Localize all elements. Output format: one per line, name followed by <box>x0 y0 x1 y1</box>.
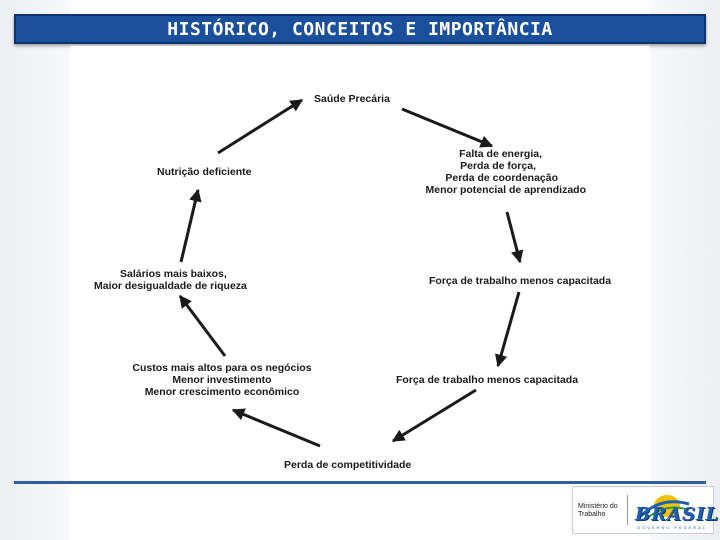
page-title: HISTÓRICO, CONCEITOS E IMPORTÂNCIA <box>167 18 553 40</box>
ministerio-text: Ministério do Trabalho <box>578 503 618 519</box>
background-right <box>650 0 720 540</box>
brasil-wordmark: BRASIL <box>635 504 720 525</box>
content-panel <box>70 46 650 482</box>
arrow-icon <box>505 211 524 264</box>
node-text: Maior desigualdade de riqueza <box>94 280 247 292</box>
node-falta-de-energia: Falta de energia, Perda de força, Perda … <box>386 148 586 196</box>
arrow-icon <box>231 408 321 448</box>
node-text: Menor crescimento econômico <box>144 386 300 398</box>
node-text: Perda de coordenação <box>445 172 558 184</box>
node-salarios-mais-baixos: Salários mais baixos, Maior desigualdade… <box>94 268 247 292</box>
node-custos-mais-altos: Custos mais altos para os negócios Menor… <box>112 362 332 398</box>
node-forca-de-trabalho-1: Força de trabalho menos capacitada <box>429 275 611 287</box>
arrow-icon <box>179 188 202 263</box>
title-bar: HISTÓRICO, CONCEITOS E IMPORTÂNCIA <box>14 14 706 44</box>
logo-separator <box>627 495 628 525</box>
node-perda-de-competitividade: Perda de competitividade <box>284 459 411 471</box>
ministerio-line: Trabalho <box>578 511 606 518</box>
node-text: Menor potencial de aprendizado <box>425 184 586 196</box>
footer-divider <box>14 481 706 484</box>
node-text: Saúde Precária <box>314 93 390 105</box>
background-left <box>0 0 70 540</box>
arrow-icon <box>391 388 477 443</box>
arrow-icon <box>178 294 227 357</box>
node-text: Perda de competitividade <box>284 459 412 471</box>
node-text: Falta de energia, <box>459 148 542 160</box>
brasil-subtitle: GOVERNO FEDERAL <box>637 525 708 530</box>
ministerio-line: Ministério do <box>578 503 618 510</box>
arrow-icon <box>217 98 304 155</box>
node-text: Salários mais baixos, <box>120 268 227 280</box>
node-text: Custos mais altos para os negócios <box>132 362 312 374</box>
ministerio-logo: Ministério do Trabalho BRASIL GOVERNO FE… <box>572 486 718 534</box>
node-text: Menor investimento <box>172 374 272 386</box>
node-text: Nutrição deficiente <box>157 166 252 178</box>
arrow-icon <box>401 107 494 148</box>
node-saude-precaria: Saúde Precária <box>300 93 404 105</box>
node-text: Força de trabalho menos capacitada <box>429 275 612 287</box>
brasil-logo-icon <box>639 495 690 521</box>
node-nutricao-deficiente: Nutrição deficiente <box>157 166 252 178</box>
node-text: Perda de força, <box>460 160 536 172</box>
node-text: Força de trabalho menos capacitada <box>396 374 579 386</box>
node-forca-de-trabalho-2: Força de trabalho menos capacitada <box>396 374 578 386</box>
arrow-icon <box>495 291 521 368</box>
